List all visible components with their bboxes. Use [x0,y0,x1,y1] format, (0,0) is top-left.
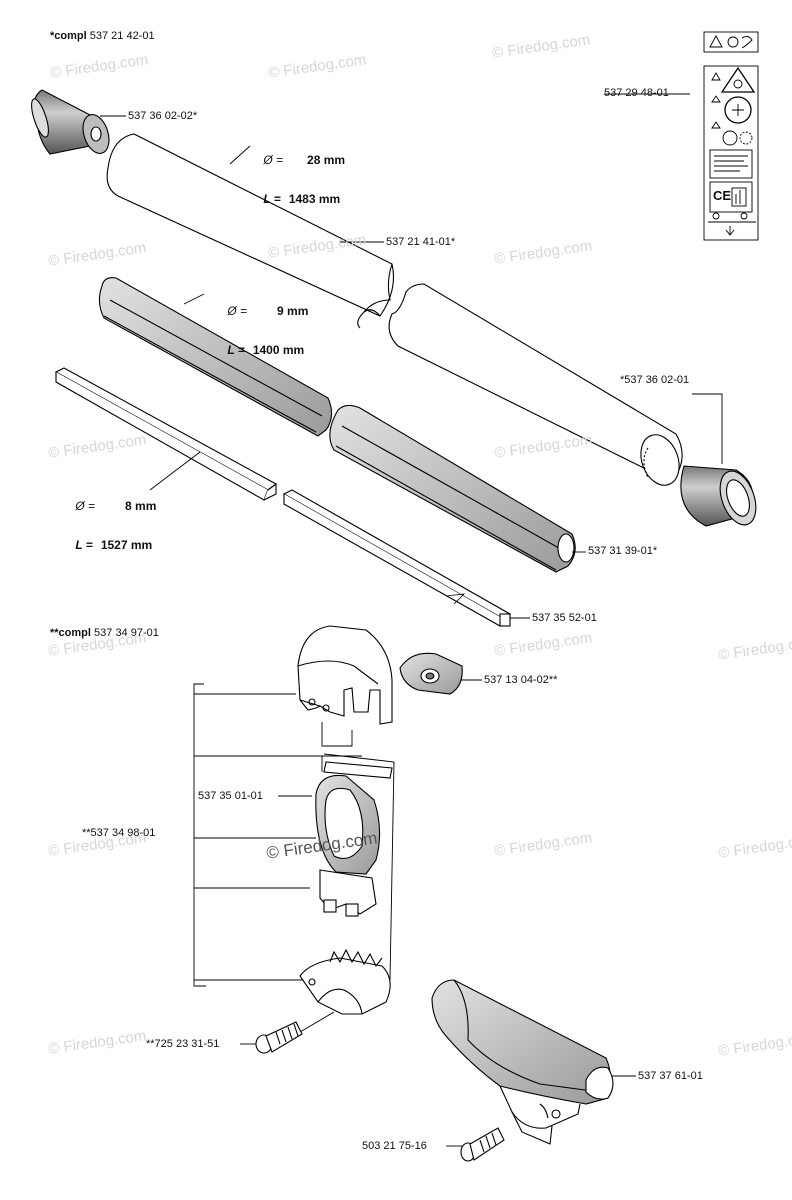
compl-2-number: 537 34 97-01 [94,627,159,639]
assembly-bracket [193,679,636,1147]
liner-length-row: L = 1400 mm [214,331,308,370]
decal-part [703,31,759,241]
compl-1-prefix: *compl [50,30,87,42]
liner-diameter-value: 9 mm [277,304,309,318]
diameter-symbol: Ø = [75,499,96,513]
length-symbol: L = [227,343,245,357]
part-label-screw-2[interactable]: 503 21 75-16 [362,1140,427,1152]
length-symbol: L = [263,192,281,206]
shaft-diameter-row: Ø = 8 mm [62,487,156,526]
clamp-knob-part [399,652,463,695]
shaft-length-value: 1527 mm [100,538,153,552]
handle-clamp-top-part [297,625,393,725]
part-label-tube[interactable]: 537 21 41-01* [386,236,456,248]
part-label-decal[interactable]: 537 29 48-01 [604,87,669,99]
liner-diameter-row: Ø = 9 mm [214,292,308,331]
part-label-screw[interactable]: **725 23 31-51 [146,1038,220,1050]
shaft-part [54,367,512,627]
tube-diameter-row: Ø = 28 mm [250,141,345,180]
length-symbol: L = [75,538,93,552]
liner-part [98,277,576,573]
part-label-liner[interactable]: 537 31 39-01* [588,545,658,557]
tube-diameter-value: 28 mm [307,153,346,167]
compl-1-number: 537 21 42-01 [89,30,155,42]
handle-clamp-bottom-part [299,948,391,1015]
cap-bottom-part [680,465,757,527]
liner-dimensions: Ø = 9 mm L = 1400 mm [214,292,308,370]
shaft-dimensions: Ø = 8 mm L = 1527 mm [62,487,156,565]
tube-length-value: 1483 mm [288,192,341,206]
cap-top-part [31,89,110,155]
leader-lines-top [100,93,723,619]
screw-part [255,1021,303,1054]
handle-loop-part [315,774,381,917]
compl-1-heading: *compl 537 21 42-01 [50,30,155,43]
tube-part [106,133,683,486]
decal-ce-mark: CE [713,188,732,203]
tube-length-row: L = 1483 mm [250,180,345,219]
shim-part [323,761,393,779]
part-label-handle-assembly[interactable]: **537 34 98-01 [82,827,156,839]
shaft-length-row: L = 1527 mm [62,526,156,565]
part-label-handle-clamp[interactable]: 537 35 01-01 [198,790,263,802]
compl-2-prefix: **compl [50,627,91,639]
liner-length-value: 1400 mm [252,343,305,357]
diameter-symbol: Ø = [263,153,284,167]
compl-2-heading: **compl 537 34 97-01 [50,627,159,640]
part-label-cap-bottom[interactable]: *537 36 02-01 [620,374,690,386]
guard-clamp-part [431,979,614,1145]
shaft-diameter-value: 8 mm [125,499,157,513]
diameter-symbol: Ø = [227,304,248,318]
part-label-cap-top[interactable]: 537 36 02-02* [128,110,198,122]
part-label-shaft[interactable]: 537 35 52-01 [532,612,597,624]
tube-dimensions: Ø = 28 mm L = 1483 mm [250,141,345,219]
screw-2-part [460,1127,505,1162]
part-label-clamp-knob[interactable]: 537 13 04-02** [484,674,558,686]
part-label-guard-clamp[interactable]: 537 37 61-01 [638,1070,703,1082]
